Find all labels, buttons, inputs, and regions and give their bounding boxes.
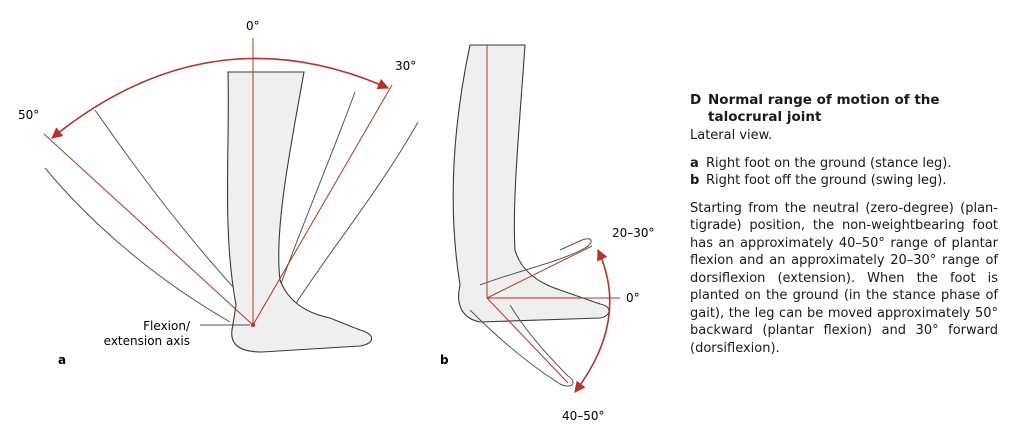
leg-outline-backward-2: [94, 109, 246, 301]
angle-label-dorsi: 20–30°: [612, 226, 655, 240]
range-arc-b: [574, 248, 611, 393]
axis-label-line2: extension axis: [104, 334, 190, 348]
caption-item-text: Right foot off the ground (swing leg).: [706, 173, 947, 188]
caption-title: Normal range of motion of the talocrural…: [708, 92, 940, 125]
panel-a: 0° 30° 50° Flexion/ extension axis a: [18, 19, 419, 367]
panel-letter-b: b: [440, 353, 449, 367]
foot-plantarflexed: [469, 304, 574, 387]
leg-outline-forward-2: [294, 121, 419, 306]
swing-leg: [452, 44, 610, 323]
angle-label-50: 50°: [18, 108, 39, 122]
angle-label-plantar: 40–50°: [562, 409, 605, 423]
figure-caption: D Normal range of motion of the talocrur…: [690, 92, 998, 357]
caption-item: b Right foot off the ground (swing leg).: [690, 172, 998, 190]
standing-leg: [226, 71, 373, 353]
leg-outline-backward: [44, 167, 231, 323]
angle-label-zero-a: 0°: [246, 19, 260, 33]
plantar-ray: [486, 297, 569, 384]
angle-label-zero-b: 0°: [626, 291, 640, 305]
caption-heading: D Normal range of motion of the talocrur…: [690, 92, 998, 126]
caption-item-key: b: [690, 173, 700, 188]
angle-label-30: 30°: [395, 59, 416, 73]
range-arc-a: [51, 57, 390, 139]
axis-label-line1: Flexion/: [143, 319, 191, 333]
caption-item-list: a Right foot on the ground (stance leg).…: [690, 155, 998, 190]
panel-letter-a: a: [58, 353, 66, 367]
foot-dorsiflexed: [479, 238, 592, 286]
caption-item-key: a: [690, 155, 699, 171]
caption-body: Starting from the neutral (zero-degree) …: [690, 200, 998, 356]
caption-item: a Right foot on the ground (stance leg).: [690, 155, 998, 173]
caption-subtitle: Lateral view.: [690, 128, 773, 143]
range-of-motion-figure: 0° 30° 50° Flexion/ extension axis a 20–…: [18, 19, 655, 423]
caption-item-text: Right foot on the ground (stance leg).: [706, 155, 952, 171]
flexion-axis-point: [251, 323, 255, 327]
panel-b: 20–30° 0° 40–50° b: [440, 44, 655, 423]
backward-ray-50: [43, 133, 254, 326]
caption-letter: D: [690, 92, 702, 108]
